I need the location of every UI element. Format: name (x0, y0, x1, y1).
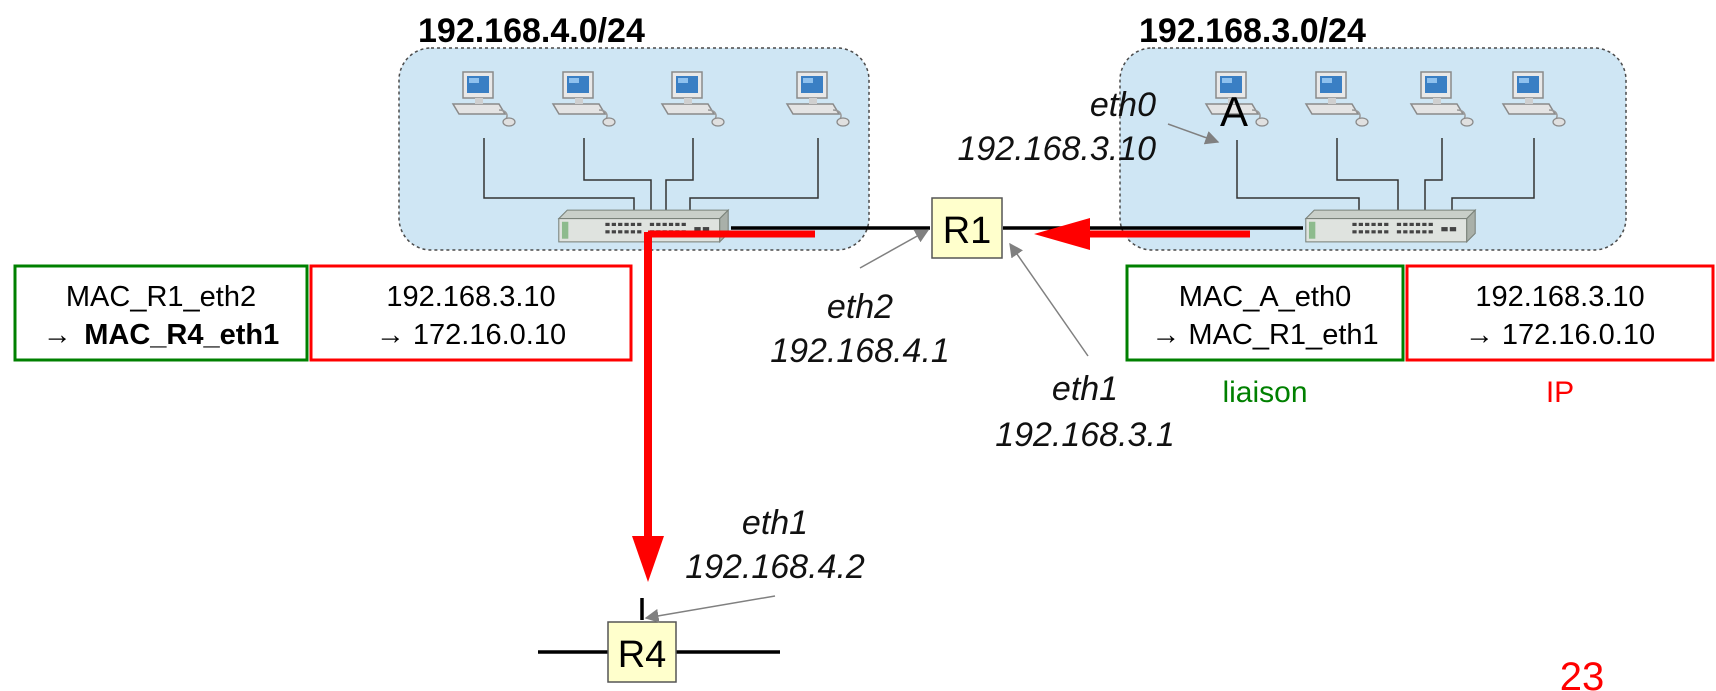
router-r4[interactable] (607, 621, 677, 683)
right-link-header-box (1125, 264, 1405, 362)
left-subnet-cabling (483, 138, 819, 212)
r1-eth1-label: eth1 (1052, 370, 1118, 408)
right-link-src: MAC_A_eth0 (1179, 281, 1352, 313)
router-r1-label: R1 (943, 210, 992, 252)
router-r1[interactable] (931, 197, 1003, 259)
right-subnet-cabling (1236, 138, 1535, 212)
right-ip-header-box (1405, 264, 1715, 362)
left-ip-header-box (309, 264, 633, 362)
left-ip-dst: → 172.16.0.10 (376, 319, 566, 351)
subnet-left-label: 192.168.4.0/24 (418, 12, 645, 50)
r4-eth1-ip-label: 192.168.4.2 (685, 548, 865, 586)
left-link-src: MAC_R1_eth2 (66, 281, 256, 313)
r1-eth2-ip-label: 192.168.4.1 (770, 332, 950, 370)
left-link-dst: → MAC_R4_eth1 (43, 319, 279, 351)
network-links (538, 226, 1303, 654)
layer-label-link: liaison (1222, 376, 1307, 409)
r4-eth1-label: eth1 (742, 504, 808, 542)
layer-label-ip: IP (1546, 376, 1574, 409)
packet-arrowhead-r4 (632, 536, 664, 582)
host-a-label: A (1220, 88, 1248, 135)
r1-eth1-ip-label: 192.168.3.1 (995, 416, 1175, 454)
r1-eth2-label: eth2 (827, 288, 893, 326)
right-ip-dst: → 172.16.0.10 (1465, 319, 1655, 351)
host-a-ip-label: 192.168.3.10 (957, 130, 1156, 168)
host-a-eth0-label: eth0 (1090, 86, 1156, 124)
left-ip-src: 192.168.3.10 (386, 281, 555, 313)
right-link-dst: → MAC_R1_eth1 (1151, 319, 1378, 351)
packet-arrowhead-r1 (1034, 218, 1090, 250)
left-link-header-box (13, 264, 309, 362)
right-ip-src: 192.168.3.10 (1475, 281, 1644, 313)
router-r4-label: R4 (618, 634, 667, 676)
subnet-left-area (398, 47, 870, 251)
switch-right-icon (1305, 209, 1476, 243)
interface-pointers (644, 123, 1220, 623)
subnet-right-label: 192.168.3.0/24 (1139, 12, 1366, 50)
packet-path (644, 230, 1250, 548)
slide-number: 23 (1560, 655, 1605, 691)
